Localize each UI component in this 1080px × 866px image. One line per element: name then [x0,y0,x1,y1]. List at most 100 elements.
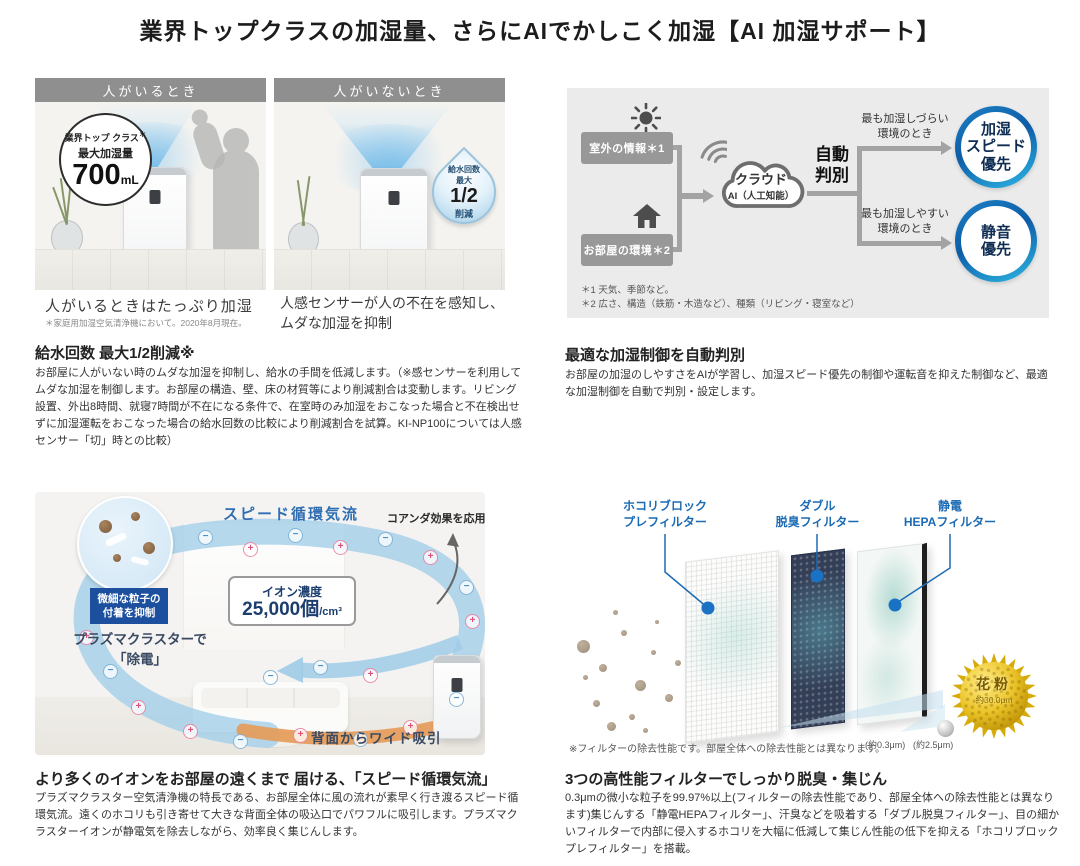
dust-particle [577,640,590,653]
minus-ion-icon [313,660,328,675]
section-airflow: 微細な粒子の 付着を抑制 プラズマクラスターで 「除電」 スピード循環気流 コア… [35,492,527,866]
plus-ion-icon [423,550,438,565]
branch-speed-line1: 最も加湿しづらい [861,113,949,125]
pollen-text: 花粉 約30.0μm [948,674,1040,706]
ai-footnote-1: ＊1 天気、季節など。 [581,285,674,296]
plus-ion-icon [333,540,348,555]
suction-label: 背面からワイド吸引 [311,731,442,746]
house-icon [633,204,661,228]
minus-ion-icon [263,670,278,685]
particle-dot [99,520,112,533]
plasma-label-line2: 「除電」 [113,652,167,668]
caption-present-note: ＊家庭用加湿空気清浄機において。2020年8月現在。 [45,318,247,328]
pollen-size: 約30.0μm [975,695,1013,705]
cloud-name: クラウド [734,171,787,187]
minus-ion-icon [233,734,248,749]
decision-line2: 判別 [815,166,849,186]
minus-ion-icon [353,732,368,747]
dust-particle [593,700,600,707]
particle-inset-circle [77,496,173,592]
minus-ion-icon [103,664,118,679]
size-label-03: (約0.3μm) [865,740,906,750]
cloud-sub: AI（人工知能） [727,190,795,202]
input-outdoor-box: 室外の情報＊1 [581,132,673,164]
page-title: 業界トップクラスの加湿量、さらにAIでかしこく加湿【AI 加湿サポート】 [139,18,941,44]
drop-line3: 削減 [454,209,473,219]
deodorizing-label-line2: 脱臭フィルター [775,515,860,530]
coanda-label: コアンダ効果を応用 [387,513,485,525]
result-speed-line3: 優先 [980,155,1011,173]
filter-footnote: ※フィルターの除去性能です。部屋全体への除去性能とは異なります。 [569,744,886,755]
plus-ion-icon [243,542,258,557]
plus-ion-icon [363,668,378,683]
plus-ion-icon [131,700,146,715]
adult-silhouette [213,150,259,290]
dust-particle [665,694,673,702]
dust-particle [599,664,607,672]
humidifier-unit [360,168,428,288]
top-class-badge: 業界トップ クラス＊ 最大加湿量 700mL [59,113,152,206]
particle-label-line2: 付着を抑制 [102,607,156,620]
result-quiet-line2: 優先 [980,241,1011,258]
branch-quiet-condition: 最も加湿しやすい 環境のとき [855,207,955,237]
side-table [274,254,334,261]
filter-leader-lines [664,534,951,732]
table-leg [43,258,50,290]
wifi-icon [700,140,727,164]
ion-density-value: 25,000個/cm³ [242,598,342,620]
scene-present: 業界トップ クラス＊ 最大加湿量 700mL [35,102,266,290]
ai-footnote-2: ＊2 広さ、構造（鉄筋・木造など）、種類（リビング・寝室など） [581,299,860,311]
input-room-box: お部屋の環境＊2 [581,234,673,266]
dust-particle [675,660,681,666]
minus-ion-icon [198,530,213,545]
humidify-body: お部屋に人がいない時のムダな加湿を抑制し、給水の手間を低減します。（※感センサー… [35,367,522,448]
filters-body: 0.3μmの微小な粒子を99.97%以上(フィルターの除去性能であり、部屋全体へ… [565,792,1060,856]
ai-diagram: 室外の情報＊1 お部屋の環境＊2 [567,88,1049,318]
prefilter-label-line1: ホコリブロック [622,499,707,513]
photo-people-absent: 人がいないとき 給水回数 最大 1/2 削減 [274,78,505,290]
particle-label: 微細な粒子の 付着を抑制 [90,588,168,625]
plus-ion-icon [79,630,94,645]
badge-line1: 業界トップ クラス＊ [64,130,147,143]
plasma-label: プラズマクラスターで 「除電」 [45,630,235,671]
pollen-ball [951,653,1037,739]
arrowhead [941,141,952,155]
hepa-label-line2: HEPAフィルター [903,515,997,530]
plant-stem [301,176,311,226]
decision-line1: 自動 [815,145,849,164]
arrowhead [941,236,952,250]
vase [51,220,83,255]
cloud-label: クラウド AI（人工知能） [715,160,807,210]
deodorizing-filter-label: ダブル 脱臭フィルター [760,498,875,530]
circulation-label: スピード循環気流 [223,506,360,523]
connector [857,146,862,246]
result-speed-circle: 加湿 スピード 優先 [955,106,1037,188]
ai-footnotes: ＊1 天気、季節など。 ＊2 広さ、構造（鉄筋・木造など）、種類（リビング・寝室… [581,284,860,313]
ion-density-title: イオン濃度 [261,584,322,599]
cloud-icon [722,161,805,208]
badge-value: 700mL [72,159,139,191]
section-filters: ホコリブロック プレフィルター ダブル 脱臭フィルター 静電 HEPAフィルター [565,492,1065,866]
prefilter-label-line2: プレフィルター [623,515,707,530]
connector [857,241,943,246]
filters-heading: 3つの高性能フィルターでしっかり脱臭・集じん [565,771,888,788]
side-table [37,252,99,259]
photo-header-absent: 人がいないとき [274,78,505,102]
dust-particle [583,675,588,680]
section-ai: 室外の情報＊1 お部屋の環境＊2 [565,78,1050,478]
minus-ion-icon [459,580,474,595]
dust-particle [643,728,648,733]
minus-ion-icon [288,528,303,543]
connector [807,191,857,196]
humidify-heading: 給水回数 最大1/2削減※ [35,345,195,362]
air-purifier-unit [433,655,481,739]
scene-absent: 給水回数 最大 1/2 削減 [274,102,505,290]
ion-density-box: イオン濃度 25,000個/cm³ [228,576,356,626]
airflow-body: プラズマクラスター空気清浄機の特長である、お部屋全体に風の流れが素早く行き渡るス… [35,792,519,839]
connector [857,146,943,151]
badge-line2: 最大加湿量 [78,148,133,160]
branch-speed-condition: 最も加湿しづらい 環境のとき [855,112,955,142]
vase [288,222,319,256]
plus-ion-icon [465,614,480,629]
section-humidify: 人がいるとき 業界トップ クラス＊ 最大加湿量 700mL [35,78,527,478]
